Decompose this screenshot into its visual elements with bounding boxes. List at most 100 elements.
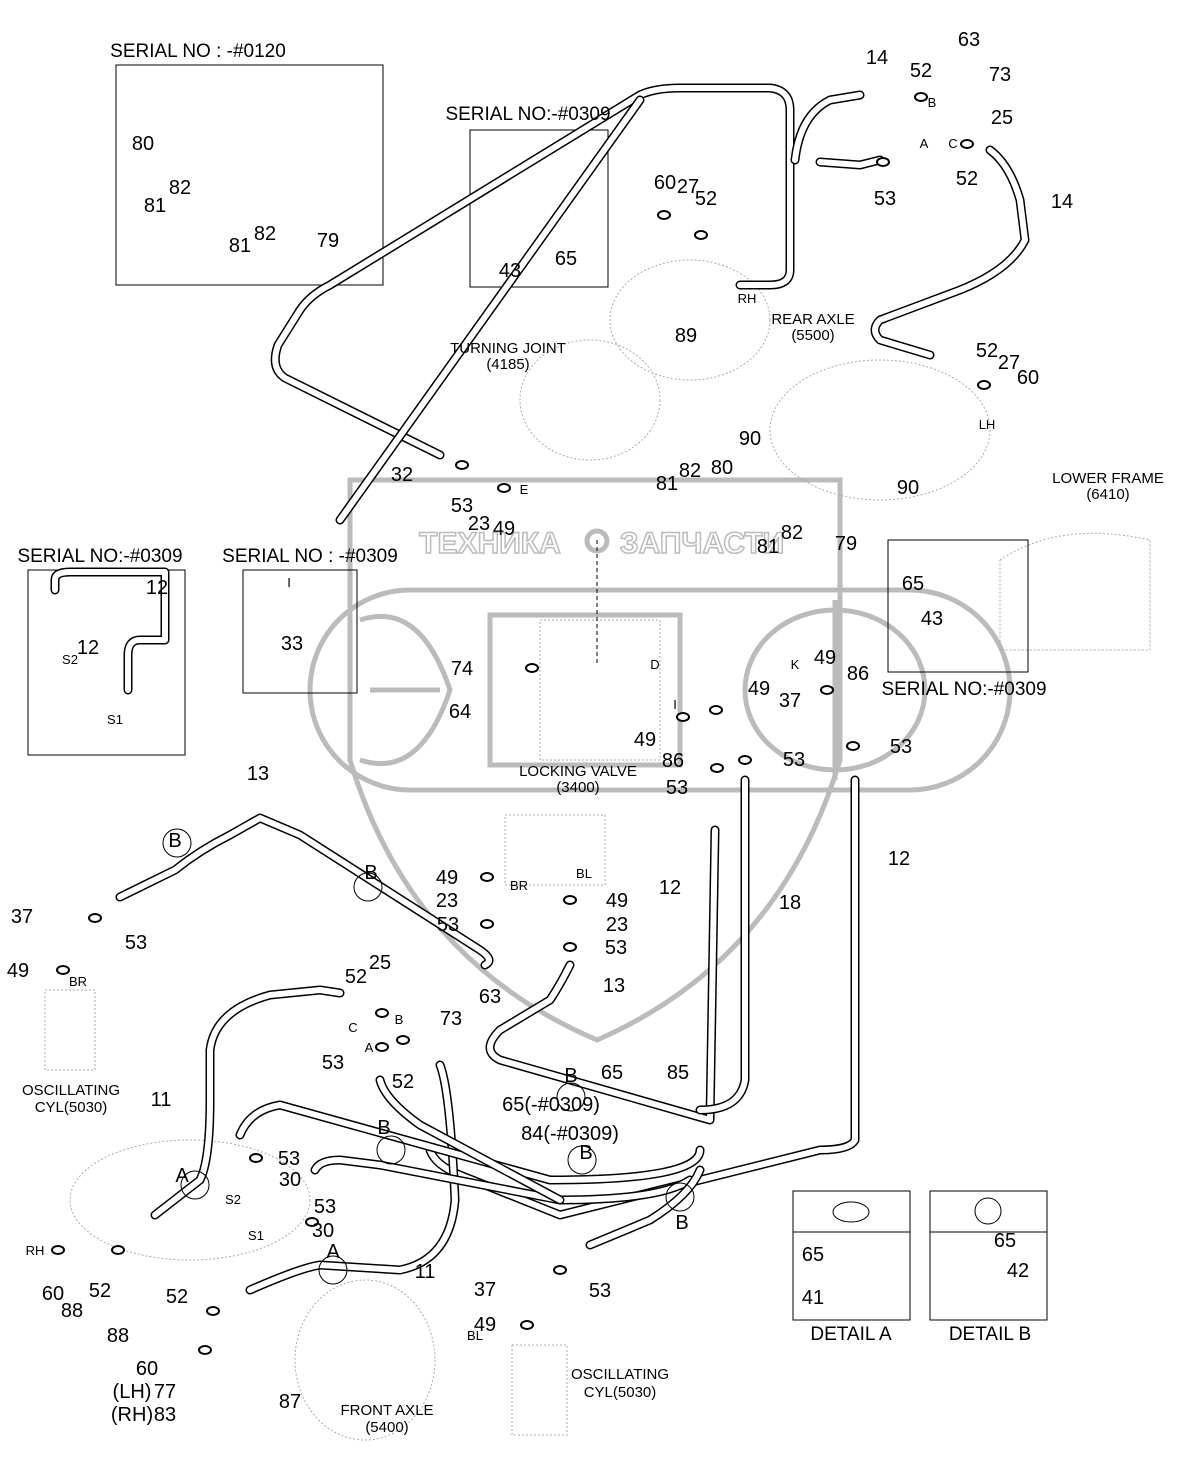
callout-label: I — [287, 575, 291, 590]
o-ring-icon — [710, 763, 724, 773]
callout-label: 23 — [606, 914, 628, 936]
callout-label: 89 — [675, 325, 697, 347]
o-ring-icon — [480, 872, 494, 882]
callout-label: 86 — [662, 750, 684, 772]
callout-label: 83 — [154, 1404, 176, 1426]
callout-label: 49 — [814, 647, 836, 669]
callout-label: CYL(5030) — [584, 1384, 657, 1401]
callout-label: B — [928, 95, 937, 110]
callout-label: 65 — [994, 1230, 1016, 1252]
detail-reference-circle — [556, 1082, 586, 1112]
callout-label: 88 — [61, 1300, 83, 1322]
callout-label: 49 — [634, 729, 656, 751]
callout-label: 13 — [603, 975, 625, 997]
callout-label: 81 — [656, 473, 678, 495]
o-ring-icon — [563, 895, 577, 905]
callout-label: (5500) — [791, 327, 834, 344]
callout-label: 82 — [169, 177, 191, 199]
callout-label: SERIAL NO:-#0309 — [17, 546, 182, 567]
callout-label: 12 — [888, 848, 910, 870]
callout-label: DETAIL A — [810, 1324, 892, 1345]
callout-label: 90 — [897, 477, 919, 499]
o-ring-icon — [709, 705, 723, 715]
o-ring-icon — [206, 1306, 220, 1316]
o-ring-icon — [657, 210, 671, 220]
callout-label: S1 — [107, 712, 123, 727]
callout-label: 52 — [910, 60, 932, 82]
callout-label: 60 — [136, 1358, 158, 1380]
callout-label: 65(-#0309) — [502, 1094, 600, 1116]
detail-reference-circle — [567, 1145, 597, 1175]
callout-label: 11 — [415, 1261, 436, 1283]
pipe-line — [237, 1102, 703, 1183]
callout-label: 25 — [991, 107, 1013, 129]
callout-label: B — [364, 862, 377, 884]
detail-reference-circle — [353, 872, 383, 902]
callout-label: SERIAL NO : -#0120 — [110, 41, 286, 62]
callout-label: REAR AXLE — [771, 311, 854, 328]
o-ring-icon — [820, 685, 834, 695]
callout-label: 84(-#0309) — [521, 1123, 619, 1145]
o-ring-icon — [694, 230, 708, 240]
pipe-line — [587, 1167, 703, 1248]
callout-label: SERIAL NO:-#0309 — [881, 679, 1046, 700]
callout-label: 37 — [11, 906, 33, 928]
callout-label: 60 — [42, 1283, 64, 1305]
o-ring-icon — [51, 1245, 65, 1255]
callout-label: BR — [510, 878, 528, 893]
callout-label: 43 — [921, 608, 943, 630]
callout-label: 82 — [254, 223, 276, 245]
callout-label: 53 — [314, 1196, 336, 1218]
callout-label: 81 — [144, 195, 166, 217]
callout-label: 49 — [7, 960, 29, 982]
callout-label: 53 — [322, 1052, 344, 1074]
callout-label: RH — [738, 291, 757, 306]
callout-label: A — [326, 1241, 340, 1263]
callout-label: (LH) — [113, 1381, 152, 1403]
callout-label: 52 — [956, 168, 978, 190]
callout-label: 85 — [667, 1062, 689, 1084]
callout-label: 64 — [449, 701, 471, 723]
callout-label: 53 — [783, 749, 805, 771]
o-ring-icon — [111, 1245, 125, 1255]
detail-reference-circle — [180, 1170, 210, 1200]
callout-label: 73 — [440, 1008, 462, 1030]
callout-label: 52 — [345, 966, 367, 988]
callout-label: 12 — [659, 877, 681, 899]
callout-label: 65 — [902, 573, 924, 595]
callout-label: 14 — [866, 47, 888, 69]
watermark-right-word: ЗАПЧАСТИ — [620, 527, 784, 560]
callout-label: 53 — [451, 495, 473, 517]
callout-label: 74 — [451, 658, 473, 680]
callout-label: (6410) — [1086, 486, 1129, 503]
callout-label: 11 — [151, 1089, 172, 1111]
detail-boxes — [27, 64, 1048, 1321]
o-ring-icon — [563, 942, 577, 952]
callout-label: 30 — [279, 1169, 301, 1191]
callout-label: (4185) — [486, 356, 529, 373]
callout-label: 32 — [391, 464, 413, 486]
pipe-line — [817, 157, 883, 168]
callout-label: B — [168, 830, 181, 852]
callout-label: 63 — [958, 29, 980, 51]
callout-label: 52 — [392, 1071, 414, 1093]
callout-label: RH — [26, 1243, 45, 1258]
pipe-line — [697, 777, 748, 1113]
callout-label: 53 — [437, 914, 459, 936]
callout-label: 18 — [779, 892, 801, 914]
callout-label: 82 — [679, 460, 701, 482]
pipe-line — [872, 147, 1028, 358]
o-ring-icon — [455, 460, 469, 470]
pipe-line — [870, 145, 1030, 360]
callout-label: 49 — [748, 678, 770, 700]
callout-label: 14 — [1051, 191, 1073, 213]
callout-label: 52 — [976, 340, 998, 362]
o-ring-icon — [497, 483, 511, 493]
callout-label: BR — [69, 974, 87, 989]
callout-label: 53 — [874, 188, 896, 210]
callout-label: 25 — [369, 952, 391, 974]
callout-label: 42 — [1007, 1260, 1029, 1282]
callout-label: 73 — [989, 64, 1011, 86]
